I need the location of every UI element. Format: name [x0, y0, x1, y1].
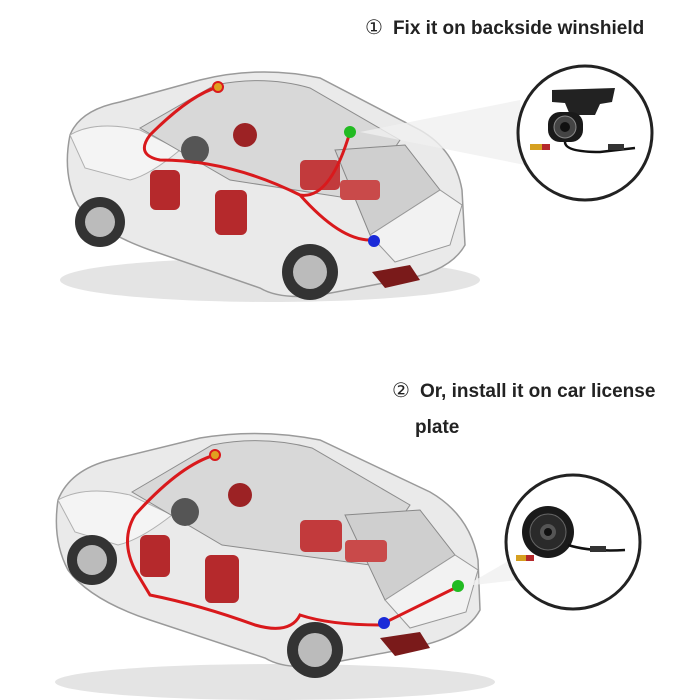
marker-camera-2 — [452, 580, 464, 592]
step2-caption-line2: plate — [415, 417, 459, 439]
step2-text-line1: Or, install it on car license — [419, 381, 656, 402]
car-interior — [150, 123, 380, 235]
step2-caption: ② Or, install it on car license — [392, 378, 655, 403]
step2-number: ② — [392, 378, 410, 402]
car-illustration-windshield — [60, 64, 654, 302]
backup-camera-bracket-icon — [530, 88, 636, 154]
step1-number: ① — [365, 15, 383, 39]
wheels — [75, 197, 338, 300]
step1-caption: ① Fix it on backside winshield — [365, 15, 644, 40]
car-body — [60, 71, 480, 302]
marker-rear-2 — [378, 617, 390, 629]
backup-camera-round-icon — [516, 506, 626, 561]
car-interior-2 — [140, 483, 387, 603]
step1-text: Fix it on backside winshield — [392, 18, 645, 39]
marker-start — [212, 81, 224, 93]
marker-rear — [368, 235, 380, 247]
wheels-2 — [67, 535, 343, 678]
camera-cable-2 — [126, 453, 456, 630]
marker-start-2 — [209, 449, 221, 461]
camera-callout — [516, 64, 654, 202]
car-body-2 — [55, 432, 495, 700]
car-illustration-license-plate — [55, 432, 642, 700]
step2-text-line2: plate — [415, 417, 460, 438]
marker-camera — [344, 126, 356, 138]
